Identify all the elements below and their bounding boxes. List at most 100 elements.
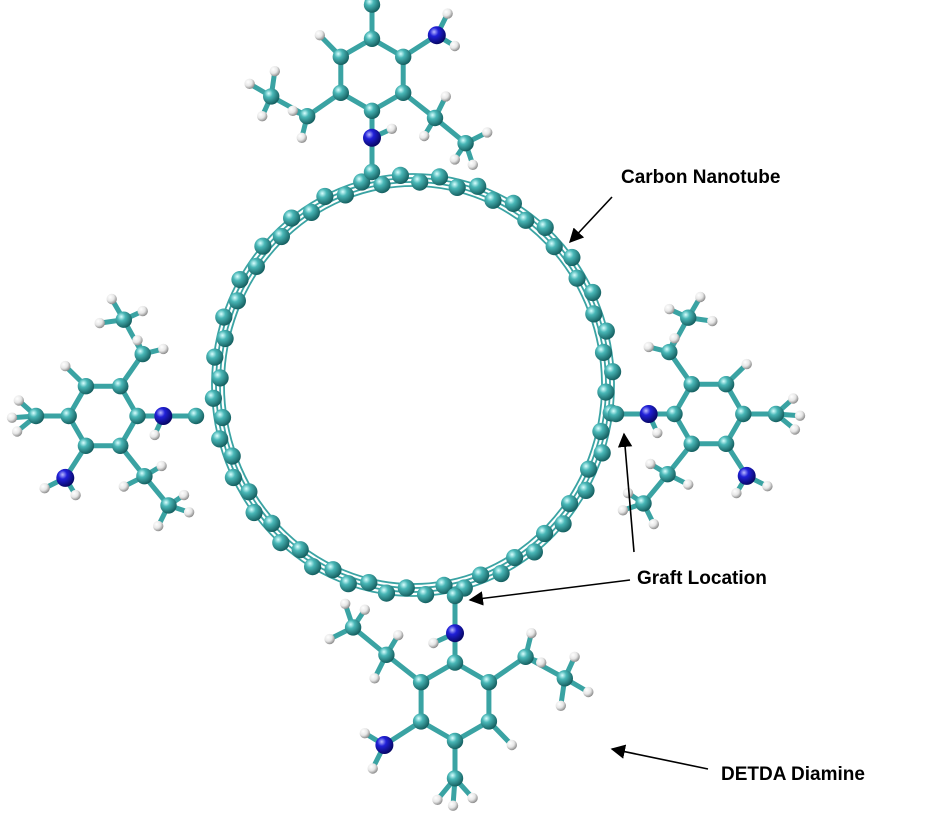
carbon-atom [484, 191, 502, 209]
hydrogen-atom [369, 673, 380, 684]
carbon-atom [263, 514, 281, 533]
carbon-atom [604, 363, 622, 381]
carbon-atom [446, 587, 464, 605]
hydrogen-atom [11, 426, 23, 437]
carbon-atom [735, 405, 752, 423]
carbon-atom [517, 211, 535, 229]
carbon-atom [577, 481, 595, 499]
carbon-atom [563, 248, 581, 267]
hydrogen-atom [669, 333, 680, 344]
nanotube-wall-bond [211, 173, 615, 597]
carbon-atom [332, 84, 349, 102]
carbon-atom [391, 166, 409, 184]
nitrogen-atom [427, 26, 446, 45]
carbon-atom [211, 369, 229, 387]
carbon-atom [446, 732, 464, 750]
hydrogen-atom [617, 505, 629, 516]
carbon-atom [536, 524, 554, 543]
hydrogen-atom [118, 481, 129, 492]
hydrogen-atom [442, 8, 453, 19]
carbon-atom [411, 173, 429, 191]
hydrogen-atom [428, 637, 439, 649]
hydrogen-atom [6, 412, 18, 423]
hydrogen-atom [449, 40, 460, 52]
carbon-atom [231, 271, 249, 289]
hydrogen-atom [789, 424, 801, 435]
carbon-atom [717, 376, 735, 393]
carbon-atom [263, 88, 280, 105]
carbon-atom [247, 257, 265, 275]
carbon-atom [224, 468, 242, 487]
nitrogen-atom [375, 736, 394, 754]
carbon-atom [525, 543, 544, 561]
carbon-atom [536, 218, 554, 236]
nanotube-bonds [211, 173, 615, 597]
carbon-atom [302, 203, 320, 221]
carbon-atom [430, 168, 449, 186]
hydrogen-atom [449, 154, 460, 165]
carbon-atom [228, 292, 246, 310]
hydrogen-atom [440, 91, 451, 102]
carbon-atom [597, 383, 615, 401]
carbon-atom [412, 674, 430, 691]
carbon-atom [717, 435, 735, 452]
arrow-detda-diamine [610, 744, 709, 770]
carbon-atom [545, 238, 563, 256]
hydrogen-atom [506, 739, 517, 751]
hydrogen-atom [555, 700, 566, 711]
hydrogen-atom [137, 305, 148, 317]
hydrogen-atom [707, 315, 718, 327]
carbon-atom [373, 176, 391, 194]
hydrogen-atom [39, 483, 50, 494]
hydrogen-atom [652, 427, 663, 439]
hydrogen-atom [153, 520, 164, 532]
nitrogen-atom [446, 624, 464, 643]
hydrogen-atom [569, 651, 580, 662]
hydrogen-atom [741, 358, 752, 370]
carbon-atom [472, 566, 490, 584]
carbon-atom [60, 407, 77, 425]
carbon-atom [134, 345, 151, 363]
hydrogen-atom [536, 657, 547, 668]
hydrogen-atom [359, 728, 370, 739]
carbon-atom [360, 574, 378, 592]
carbon-atom [336, 186, 354, 204]
hydrogen-atom [296, 132, 307, 143]
hydrogen-atom [695, 291, 706, 303]
carbon-atom [363, 102, 381, 120]
carbon-atom [635, 495, 652, 512]
carbon-atom [597, 322, 615, 340]
carbon-atom [160, 497, 177, 514]
carbon-atom [213, 409, 232, 427]
carbon-atom [304, 558, 322, 576]
carbon-atom [291, 541, 309, 559]
carbon-atom [412, 713, 430, 730]
carbon-atom [115, 311, 132, 328]
carbon-atom [187, 407, 205, 425]
hydrogen-atom [244, 78, 255, 90]
carbon-atom [469, 177, 487, 195]
hydrogen-atom [314, 30, 325, 41]
carbon-atom [377, 584, 396, 602]
hydrogen-atom [583, 686, 594, 698]
hydrogen-atom [60, 360, 71, 372]
carbon-atom [517, 648, 534, 665]
hydrogen-atom [287, 105, 298, 117]
carbon-atom [316, 187, 334, 206]
carbon-atom [240, 483, 258, 501]
carbon-atom [363, 0, 381, 13]
carbon-atom [272, 227, 290, 246]
carbon-atom [556, 670, 573, 687]
hydrogen-atom [447, 800, 459, 811]
hydrogen-atom [664, 303, 675, 315]
carbon-atom [112, 437, 129, 454]
carbon-atom [504, 194, 522, 212]
hydrogen-atom [269, 66, 280, 77]
carbon-atom [426, 109, 444, 127]
hydrogen-atom [467, 159, 478, 170]
carbon-atom [480, 713, 498, 730]
nitrogen-atom [56, 468, 75, 487]
hydrogen-atom [13, 395, 24, 406]
detda-diamines [6, 0, 806, 811]
